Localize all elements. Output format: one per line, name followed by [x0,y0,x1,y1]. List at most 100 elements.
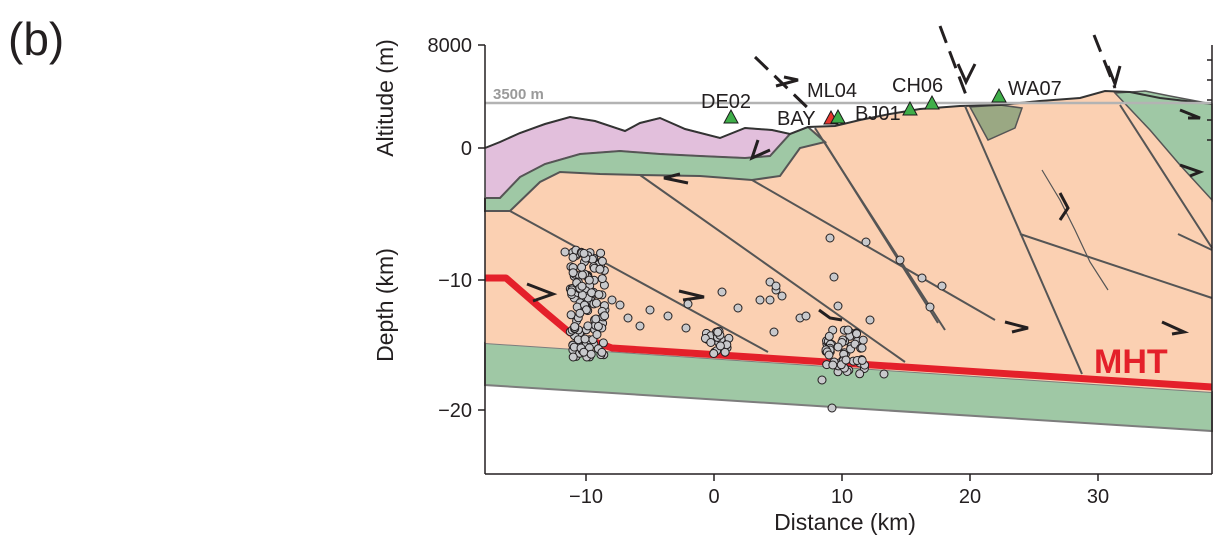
fault-line-8 [1177,233,1213,251]
thrust-faults [509,104,1213,375]
earthquake-dot [577,262,587,272]
dashed-projection-head [956,63,977,86]
slip-arrow [1004,320,1029,334]
earthquake-dot [841,355,851,365]
fault-line-7 [1019,233,1213,299]
earthquake-dot [598,338,608,348]
earthquake-dot [579,347,589,357]
slip-arrow [1179,163,1205,178]
earthquake-dot [817,375,827,385]
earthquake-dot [566,287,576,297]
slip-arrow [678,289,705,302]
dashed-projection-head [1106,65,1122,89]
fault-line-1 [509,210,769,353]
earthquake-dot [717,287,727,297]
earthquake-dot [579,248,589,258]
fault-line-3 [751,179,996,321]
slip-arrow [749,139,771,161]
earthquake-dot [824,331,834,341]
earthquake-dot [713,327,723,337]
earthquake-dot [858,335,868,345]
station-label-wa07: WA07 [1008,78,1062,100]
x-tick-label-20: 20 [959,486,981,508]
station-marker-de02 [723,108,739,124]
slip-arrow [1161,320,1190,336]
earthquake-dot [828,360,838,370]
station-marker-bj01 [902,100,918,116]
earthquake-dot [575,308,585,318]
earthquake-dot [861,237,871,247]
slip-arrow [663,172,689,185]
earthquake-dot [595,264,605,274]
earthquake-dot [827,403,837,413]
fault-line-2 [639,174,906,363]
dashed-projection [1092,34,1117,89]
earthquake-dot [597,274,607,284]
earthquake-dot [824,350,834,360]
mht-label: MHT [1094,343,1168,381]
earthquake-dot [825,233,835,243]
station-marker-ch06 [924,94,940,110]
earthquake-dot [577,270,587,280]
station-marker-ml04 [830,108,846,124]
earthquake-dot [587,288,597,298]
earthquake-dot [615,300,625,310]
earthquake-dot [594,290,604,299]
fault-line-thin [1041,169,1109,291]
earthquake-dot [765,295,775,305]
earthquake-dot [591,298,601,308]
reference-line-label: 3500 m [493,86,544,103]
earthquake-dot [715,341,725,351]
earthquake-dot [597,347,607,357]
station-label-ml04: ML04 [807,80,857,102]
earthquake-dot [706,338,716,347]
fault-line-9 [824,142,939,324]
y-tick-label-minus10: −10 [438,270,472,292]
earthquake-dot [829,272,839,282]
earthquake-dot [583,321,593,331]
earthquake-dot [852,329,862,339]
topography-line [484,89,1213,149]
earthquake-cluster [560,233,947,413]
earthquake-dot [801,311,811,321]
station-label-bay: BAY [777,108,816,130]
y-axis-title-depth: Depth (km) [372,248,398,362]
station-label-bj01: BJ01 [855,103,901,125]
earthquake-dot [597,256,607,266]
earthquake-dot [937,281,947,291]
station-label-ch06: CH06 [892,75,943,97]
earthquake-dot [769,327,779,337]
slip-arrow [818,308,843,322]
earthquake-dot [879,369,889,379]
upper-green-band [484,125,828,212]
earthquake-dot [755,295,765,305]
earthquake-dot [917,273,927,283]
x-tick-label-10: 10 [831,486,853,508]
earthquake-dot [596,248,606,258]
dashed-fault-projections [753,25,1122,114]
earthquake-dot [645,305,655,315]
slip-arrow [1179,108,1201,120]
earthquake-dot [857,355,867,365]
dashed-projection [938,25,968,96]
earthquake-dot [771,281,781,291]
earthquake-dot [855,369,865,379]
y-axis-title-altitude: Altitude (m) [372,39,398,157]
earthquake-dot [568,268,578,278]
earthquake-dot [857,343,867,353]
x-tick-label-minus10: −10 [569,486,603,508]
slip-arrow [526,282,558,303]
x-tick-label-0: 0 [708,486,719,508]
earthquake-dot [568,352,578,362]
slip-arrows [526,75,1205,336]
earthquake-dot [865,315,875,325]
y-tick-label-8000: 8000 [428,35,473,57]
earthquake-dot [580,334,590,344]
earthquake-dot [584,275,594,285]
earthquake-dot [570,322,580,332]
panel-label: (b) [8,13,65,65]
axes-frame [478,44,1213,481]
station-marker-wa07 [991,87,1007,103]
station-label-de02: DE02 [701,91,751,113]
